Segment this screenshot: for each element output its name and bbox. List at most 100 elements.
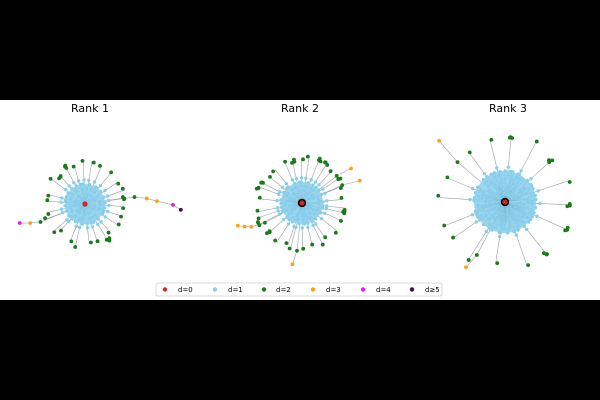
nodes-layer xyxy=(436,135,572,270)
node-d1 xyxy=(59,200,63,204)
node-d2 xyxy=(567,202,572,206)
legend-marker-d0 xyxy=(162,287,168,292)
node-d3 xyxy=(464,265,468,270)
node-d2 xyxy=(257,223,262,228)
legend-label-d2: d=2 xyxy=(276,286,291,294)
node-d0 xyxy=(299,200,305,206)
node-d1 xyxy=(306,225,310,230)
node-d1 xyxy=(65,218,69,222)
node-d2 xyxy=(547,160,552,165)
node-d1 xyxy=(59,207,64,211)
node-d2 xyxy=(305,154,310,159)
tail-edge xyxy=(342,180,360,186)
node-d2 xyxy=(544,252,549,257)
spoke-edge xyxy=(507,137,512,178)
node-d2 xyxy=(256,220,260,224)
node-d2 xyxy=(121,206,125,211)
node-d1 xyxy=(77,225,82,230)
node-d1 xyxy=(276,192,281,196)
node-d1 xyxy=(60,196,64,200)
node-d1 xyxy=(323,191,327,195)
node-d2 xyxy=(466,258,471,262)
node-d1 xyxy=(325,204,329,208)
tail-edge xyxy=(438,140,458,163)
node-d2 xyxy=(336,177,341,182)
node-d1 xyxy=(67,184,71,188)
node-d4 xyxy=(17,221,22,225)
node-d2 xyxy=(98,163,102,168)
node-d2 xyxy=(534,139,539,144)
node-d1 xyxy=(99,220,103,224)
node-d2 xyxy=(489,137,494,142)
node-d1 xyxy=(60,210,65,215)
legend-marker-d5 xyxy=(409,287,415,292)
node-d2 xyxy=(38,220,43,224)
legend-box xyxy=(155,282,443,297)
spoke-edge xyxy=(290,219,299,248)
node-d1 xyxy=(519,169,523,173)
node-d2 xyxy=(63,163,68,168)
spoke-edge xyxy=(527,211,567,230)
tail-edge xyxy=(296,223,301,251)
spoke-edge xyxy=(258,208,287,218)
node-d1 xyxy=(276,209,281,213)
legend-marker-d2 xyxy=(261,287,267,292)
legend-label-d3: d=3 xyxy=(326,286,341,294)
spoke-edge xyxy=(314,213,338,232)
spoke-edge xyxy=(258,186,287,198)
node-d2 xyxy=(255,208,260,213)
node-d2 xyxy=(116,181,121,186)
nodes-layer xyxy=(235,154,362,267)
node-d1 xyxy=(105,194,110,198)
tail-edge xyxy=(318,175,337,191)
node-d1 xyxy=(529,176,533,181)
node-d3 xyxy=(242,224,247,229)
tail-edge xyxy=(156,200,174,206)
tail-edge xyxy=(457,161,482,183)
node-d3 xyxy=(144,196,149,201)
node-d2 xyxy=(263,220,267,225)
node-d1 xyxy=(87,178,91,183)
node-d2 xyxy=(46,193,51,198)
node-d2 xyxy=(445,175,450,180)
node-d2 xyxy=(254,186,259,191)
node-d1 xyxy=(314,222,318,226)
node-d2 xyxy=(119,214,123,219)
node-d1 xyxy=(107,198,111,203)
node-d2 xyxy=(334,174,339,178)
legend-marker-d3 xyxy=(310,287,316,292)
node-d1 xyxy=(470,213,475,217)
node-d1 xyxy=(96,222,100,227)
node-d1 xyxy=(107,203,111,208)
node-d3 xyxy=(235,223,240,228)
node-d1 xyxy=(85,226,90,230)
node-d2 xyxy=(328,169,333,174)
node-d1 xyxy=(498,234,502,239)
node-d2 xyxy=(563,228,568,233)
node-d1 xyxy=(324,207,329,211)
node-d2 xyxy=(91,160,96,165)
node-d1 xyxy=(92,180,97,184)
node-d1 xyxy=(313,180,318,184)
node-d2 xyxy=(320,242,325,247)
spoke-edge xyxy=(268,176,290,193)
node-d2 xyxy=(565,204,570,209)
node-d1 xyxy=(106,209,110,214)
legend: d=0 d=1 d=2 d=3 d=4 d≥5 xyxy=(155,282,443,297)
legend-label-d4: d=4 xyxy=(376,286,391,294)
node-d1 xyxy=(63,188,68,192)
tail-edge xyxy=(465,254,478,268)
spoke-edge xyxy=(70,218,80,242)
node-d2 xyxy=(257,195,262,200)
node-d2 xyxy=(295,248,299,253)
node-d1 xyxy=(468,197,472,202)
node-d1 xyxy=(323,211,327,215)
node-d2 xyxy=(290,160,294,165)
node-d2 xyxy=(283,159,287,164)
node-d2 xyxy=(256,216,261,221)
spoke-edge xyxy=(528,180,569,195)
node-d3 xyxy=(155,199,159,204)
node-d2 xyxy=(508,135,513,139)
spoke-edge xyxy=(287,218,297,245)
tail-edge xyxy=(134,196,147,199)
